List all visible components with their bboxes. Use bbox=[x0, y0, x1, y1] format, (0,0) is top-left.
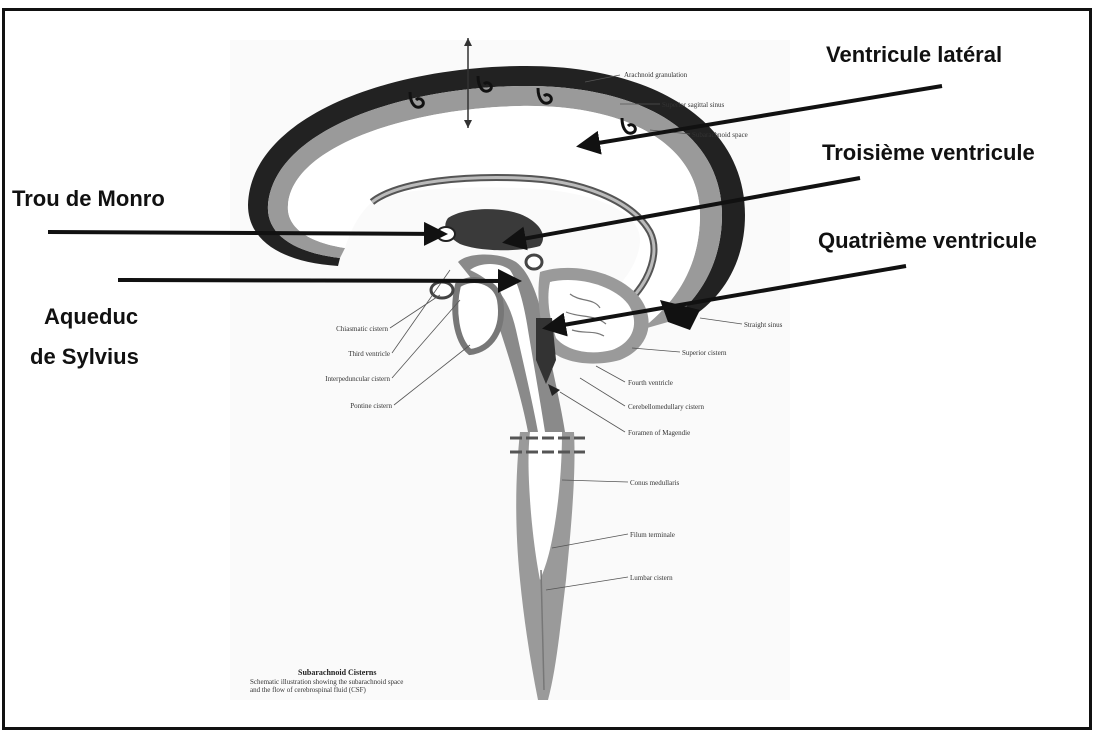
caption-title: Subarachnoid Cisterns bbox=[298, 668, 376, 677]
label-fourth-ventricle: Fourth ventricle bbox=[628, 379, 673, 387]
arrow-aqueduct bbox=[118, 280, 518, 281]
label-quatrieme-ventricule: Quatrième ventricule bbox=[818, 228, 1037, 253]
caption-line-1: Schematic illustration showing the subar… bbox=[250, 678, 403, 686]
label-pontine-cistern: Pontine cistern bbox=[350, 402, 392, 410]
pons bbox=[455, 280, 501, 352]
label-aqueduc: Aqueduc bbox=[44, 304, 138, 329]
arrow-monro bbox=[48, 232, 444, 234]
chiasmatic-cistern-shape bbox=[431, 282, 453, 298]
label-superior-sagittal-sinus: Superior sagittal sinus bbox=[662, 101, 724, 109]
label-chiasmatic-cistern: Chiasmatic cistern bbox=[336, 325, 388, 333]
label-straight-sinus: Straight sinus bbox=[744, 321, 783, 329]
label-foramen-magendie: Foramen of Magendie bbox=[628, 429, 690, 437]
aqueduct-blob bbox=[526, 255, 542, 269]
label-subarachnoid-space: Subarachnoid space bbox=[692, 131, 748, 139]
label-cerebellomedullary-cistern: Cerebellomedullary cistern bbox=[628, 403, 704, 411]
label-ventricule-lateral: Ventricule latéral bbox=[826, 42, 1002, 67]
label-troisieme-ventricule: Troisième ventricule bbox=[822, 140, 1035, 165]
label-third-ventricle: Third ventricle bbox=[348, 350, 390, 358]
label-conus-medullaris: Conus medullaris bbox=[630, 479, 679, 487]
label-de-sylvius: de Sylvius bbox=[30, 344, 139, 369]
label-lumbar-cistern: Lumbar cistern bbox=[630, 574, 673, 582]
label-filum-terminale: Filum terminale bbox=[630, 531, 675, 539]
caption-line-2: and the flow of cerebrospinal fluid (CSF… bbox=[250, 686, 367, 694]
label-superior-cistern: Superior cistern bbox=[682, 349, 727, 357]
label-trou-de-monro: Trou de Monro bbox=[12, 186, 165, 211]
label-arachnoid-granulation: Arachnoid granulation bbox=[624, 71, 688, 79]
label-interpeduncular-cistern: Interpeduncular cistern bbox=[325, 375, 390, 383]
